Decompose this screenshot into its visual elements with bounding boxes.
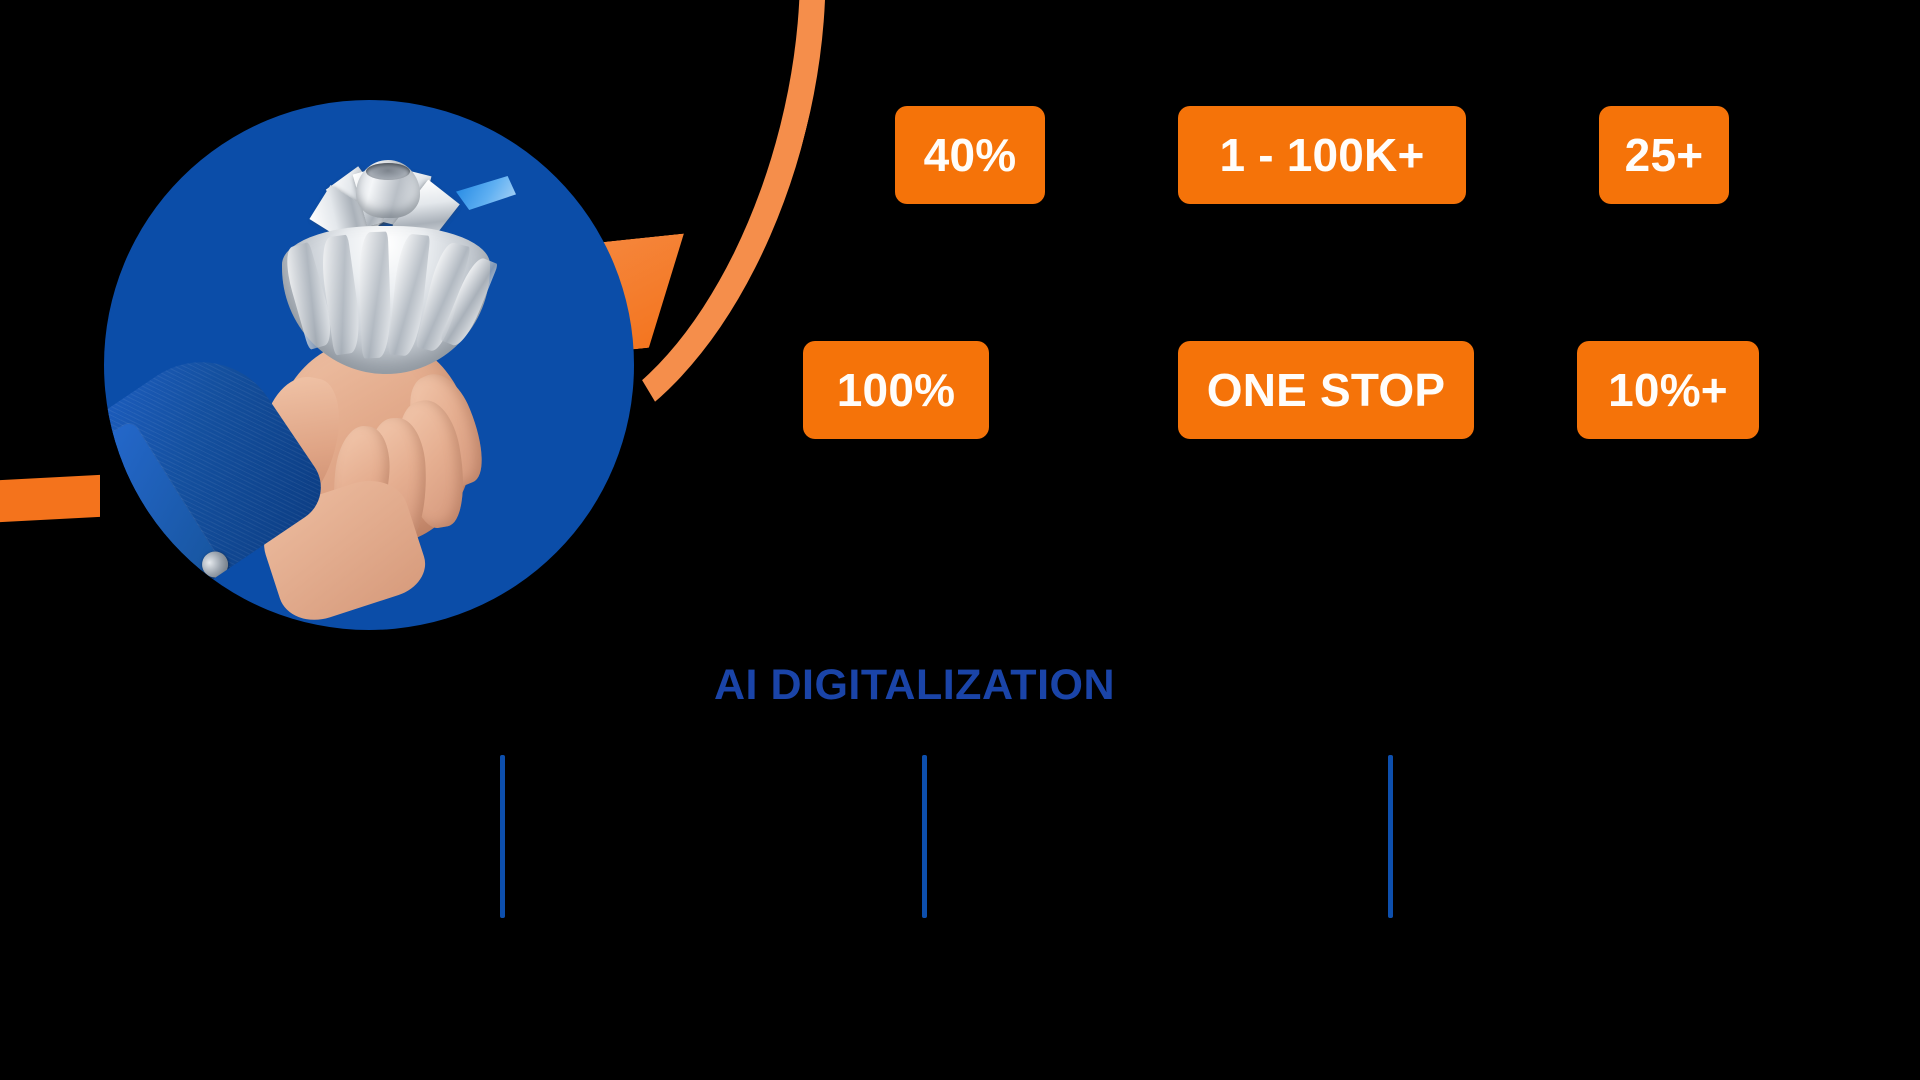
- decorative-orange-bar: [0, 474, 100, 524]
- turbine-impeller-graphic: [260, 156, 516, 388]
- stat-badge-10-percent-plus[interactable]: 10%+: [1577, 341, 1759, 439]
- stat-badge-100-percent[interactable]: 100%: [803, 341, 989, 439]
- section-heading: AI DIGITALIZATION: [714, 661, 1116, 709]
- section-divider-1: [500, 755, 505, 918]
- impeller-blue-fin: [456, 176, 516, 210]
- impeller-vane: [357, 231, 393, 359]
- stat-badge-one-stop[interactable]: ONE STOP: [1178, 341, 1474, 439]
- stat-badge-25-plus[interactable]: 25+: [1599, 106, 1729, 204]
- section-divider-3: [1388, 755, 1393, 918]
- impeller-body: [280, 226, 499, 374]
- stat-badge-40-percent[interactable]: 40%: [895, 106, 1045, 204]
- hero-photo-circle: MASTARS: [104, 100, 634, 630]
- hero-photo-image: MASTARS: [104, 100, 634, 630]
- section-divider-2: [922, 755, 927, 918]
- stat-badge-1-100k-plus[interactable]: 1 - 100K+: [1178, 106, 1466, 204]
- impeller-hub: [356, 160, 420, 218]
